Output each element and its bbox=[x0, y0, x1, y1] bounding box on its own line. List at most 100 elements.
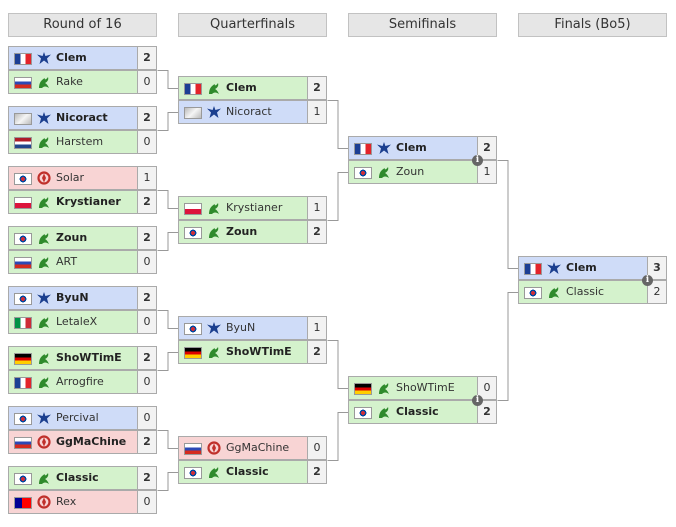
terran-race-icon bbox=[206, 320, 222, 336]
player-slot[interactable]: Zoun bbox=[8, 226, 138, 250]
player-slot[interactable]: Classic bbox=[518, 280, 648, 304]
zerg-race-icon bbox=[376, 380, 392, 396]
flag-ru-icon bbox=[14, 257, 32, 269]
flag-ru-icon bbox=[184, 443, 202, 455]
match-score: 2 bbox=[477, 136, 497, 160]
player-slot[interactable]: Zoun bbox=[348, 160, 478, 184]
player-slot[interactable]: Classic bbox=[178, 460, 308, 484]
player-slot[interactable]: ShoWTimE bbox=[178, 340, 308, 364]
terran-race-icon bbox=[546, 260, 562, 276]
flag-kr-icon bbox=[14, 413, 32, 425]
terran-race-icon bbox=[376, 140, 392, 156]
match-score: 2 bbox=[137, 190, 157, 214]
player-slot[interactable]: Krystianer bbox=[178, 196, 308, 220]
player-slot[interactable]: ShoWTimE bbox=[348, 376, 478, 400]
player-name: Classic bbox=[226, 465, 269, 478]
player-slot[interactable]: ByuN bbox=[178, 316, 308, 340]
match-score: 2 bbox=[647, 280, 667, 304]
terran-race-icon bbox=[206, 104, 222, 120]
zerg-race-icon bbox=[546, 284, 562, 300]
match-score: 2 bbox=[137, 46, 157, 70]
player-slot[interactable]: Nicoract bbox=[178, 100, 308, 124]
player-slot[interactable]: Krystianer bbox=[8, 190, 138, 214]
player-slot[interactable]: Clem bbox=[8, 46, 138, 70]
connector-line bbox=[327, 100, 348, 149]
connector-line bbox=[497, 160, 518, 269]
terran-race-icon bbox=[36, 50, 52, 66]
flag-kr-icon bbox=[14, 173, 32, 185]
player-slot[interactable]: Clem bbox=[348, 136, 478, 160]
player-slot[interactable]: GgMaChine bbox=[178, 436, 308, 460]
player-name: ShoWTimE bbox=[396, 381, 455, 394]
flag-kr-icon bbox=[184, 323, 202, 335]
player-name: Zoun bbox=[226, 225, 258, 238]
player-slot[interactable]: ByuN bbox=[8, 286, 138, 310]
player-name: GgMaChine bbox=[56, 435, 127, 448]
flag-fr-icon bbox=[14, 53, 32, 65]
player-name: ShoWTimE bbox=[56, 351, 122, 364]
player-slot[interactable]: ART bbox=[8, 250, 138, 274]
zerg-race-icon bbox=[206, 344, 222, 360]
player-slot[interactable]: Clem bbox=[178, 76, 308, 100]
player-slot[interactable]: LetaleX bbox=[8, 310, 138, 334]
player-name: Arrogfire bbox=[56, 375, 104, 388]
zerg-race-icon bbox=[376, 164, 392, 180]
player-slot[interactable]: Zoun bbox=[178, 220, 308, 244]
zerg-race-icon bbox=[36, 74, 52, 90]
match-score: 0 bbox=[137, 406, 157, 430]
match-score: 0 bbox=[137, 310, 157, 334]
match-score: 2 bbox=[137, 106, 157, 130]
flag-ru-icon bbox=[14, 77, 32, 89]
player-name: Clem bbox=[566, 261, 597, 274]
player-slot[interactable]: Classic bbox=[8, 466, 138, 490]
connector-line bbox=[327, 172, 348, 221]
player-name: Zoun bbox=[56, 231, 88, 244]
connector-line bbox=[157, 352, 178, 371]
connector-line bbox=[157, 190, 178, 209]
round-header-finals: Finals (Bo5) bbox=[518, 13, 667, 37]
match-score: 2 bbox=[477, 400, 497, 424]
flag-blank-icon bbox=[184, 107, 202, 119]
info-icon[interactable]: i bbox=[472, 395, 483, 406]
match-score: 1 bbox=[137, 166, 157, 190]
match-score: 1 bbox=[307, 100, 327, 124]
zerg-race-icon bbox=[206, 80, 222, 96]
player-slot[interactable]: GgMaChine bbox=[8, 430, 138, 454]
player-slot[interactable]: Harstem bbox=[8, 130, 138, 154]
player-slot[interactable]: Solar bbox=[8, 166, 138, 190]
player-slot[interactable]: ShoWTimE bbox=[8, 346, 138, 370]
terran-race-icon bbox=[36, 110, 52, 126]
player-slot[interactable]: Clem bbox=[518, 256, 648, 280]
match-score: 2 bbox=[137, 466, 157, 490]
zerg-race-icon bbox=[36, 314, 52, 330]
flag-fr-icon bbox=[184, 83, 202, 95]
flag-kr-icon bbox=[14, 233, 32, 245]
player-slot[interactable]: Rake bbox=[8, 70, 138, 94]
player-name: Rex bbox=[56, 495, 77, 508]
info-icon[interactable]: i bbox=[642, 275, 653, 286]
player-slot[interactable]: Classic bbox=[348, 400, 478, 424]
connector-line bbox=[497, 292, 518, 401]
flag-pl-icon bbox=[184, 203, 202, 215]
terran-race-icon bbox=[36, 290, 52, 306]
flag-fr-icon bbox=[524, 263, 542, 275]
player-name: GgMaChine bbox=[226, 441, 290, 454]
player-name: Harstem bbox=[56, 135, 104, 148]
round-header-quarterfinals: Quarterfinals bbox=[178, 13, 327, 37]
player-slot[interactable]: Percival bbox=[8, 406, 138, 430]
player-slot[interactable]: Arrogfire bbox=[8, 370, 138, 394]
flag-it-icon bbox=[14, 317, 32, 329]
connector-line bbox=[157, 232, 178, 251]
connector-line bbox=[327, 412, 348, 461]
info-icon[interactable]: i bbox=[472, 155, 483, 166]
connector-line bbox=[157, 112, 178, 131]
player-name: Classic bbox=[56, 471, 99, 484]
match-score: 0 bbox=[137, 130, 157, 154]
zerg-race-icon bbox=[36, 134, 52, 150]
player-name: LetaleX bbox=[56, 315, 98, 328]
match-score: 2 bbox=[307, 460, 327, 484]
player-slot[interactable]: Rex bbox=[8, 490, 138, 514]
player-slot[interactable]: Nicoract bbox=[8, 106, 138, 130]
match-score: 2 bbox=[307, 340, 327, 364]
